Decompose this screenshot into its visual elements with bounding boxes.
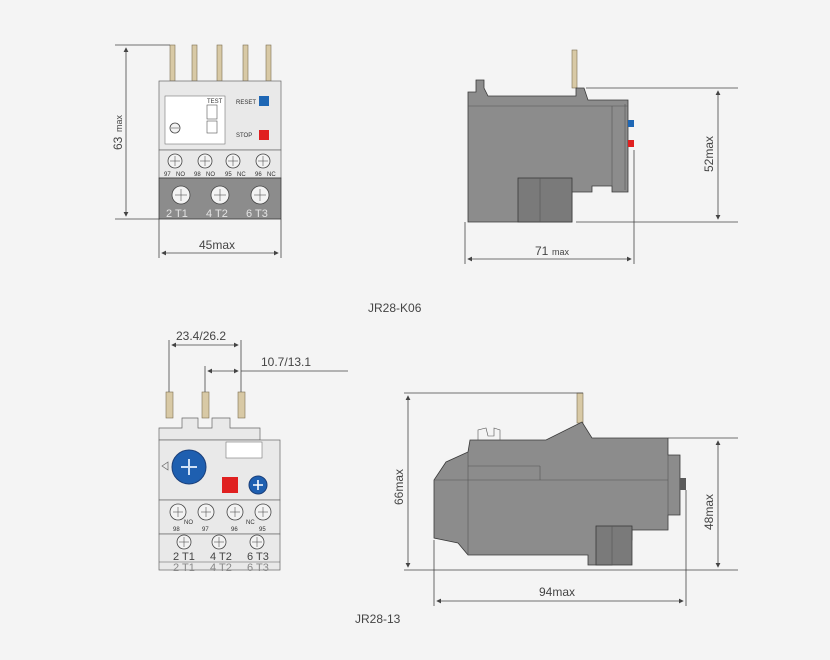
pin [265,44,272,82]
k13-side-height-dim: 66max [392,469,406,505]
k06-side-dimensions: 52max 71 max [464,87,738,264]
k13-front-view: 98 NO 97 96 NC 95 2 T1 4 T2 6 T3 2 T1 4 … [158,391,281,574]
aux-label: NC [267,172,276,178]
stop-button [259,130,269,140]
main-screws [171,185,270,205]
aux-label: 96 [255,172,262,178]
k13-stop-button [222,477,238,493]
k13-aux-label: 97 [202,527,209,533]
k13-aux-label: NC [246,520,255,526]
k13-terminal-label: 4 T2 [210,551,232,563]
k13-side-body [433,421,681,566]
k06-width-dim: 45max [199,238,235,252]
k13-side-view [433,392,686,566]
k06-side-width-dim-unit: max [552,247,570,257]
k13-model-label: JR28-13 [355,612,401,626]
k13-aux-label: 98 [173,527,180,533]
k13-terminal-label: 6 T3 [247,551,269,563]
aux-label: 98 [194,172,201,178]
aux-label: NO [176,172,185,178]
test-label: TEST [207,99,223,105]
k13-terminal-label-lower: 4 T2 [210,562,232,574]
k06-model-label: JR28-K06 [368,301,422,315]
k13-aux-label: 95 [259,527,266,533]
k13-aux-screws [169,503,272,521]
aux-label: NC [237,172,246,178]
pin [191,44,198,82]
k13-side-height2-dim: 48max [702,494,716,530]
k13-terminal-label-lower: 2 T1 [173,562,195,574]
k06-side-view [467,49,634,223]
k06-front-view: TEST RESET STOP 97 NO 98 NO 95 NC 96 NC … [158,44,282,220]
dial-window [164,95,226,145]
k13-aux-label: 96 [231,527,238,533]
k06-side-width-dim: 71 [535,244,549,258]
aux-label: 95 [225,172,232,178]
stop-label: STOP [236,133,252,139]
pin [216,44,223,82]
pin [169,44,176,82]
k06-height-dim: 63 [111,136,125,150]
aux-label: 97 [164,172,171,178]
k06-side-height-dim: 52max [702,136,716,172]
k13-main-screws [176,534,265,550]
k13-aux-label: NO [184,520,193,526]
k13-terminal-label-lower: 6 T3 [247,562,269,574]
k06-height-dim-unit: max [114,114,124,132]
k06-front-dimensions: 63 max 45max [111,44,282,258]
k13-terminal-label: 2 T1 [173,551,195,563]
reset-label: RESET [236,100,256,106]
k13-side-width-dim: 94max [539,585,575,599]
k13-front-dimensions: 23.4/26.2 10.7/13.1 [168,329,348,392]
k06-side-body [467,79,629,223]
k13-pitch-dim: 23.4/26.2 [176,329,226,343]
aux-screws [167,153,271,169]
reset-button [259,96,269,106]
k13-offset-dim: 10.7/13.1 [261,355,311,369]
terminal-label: 6 T3 [246,208,268,220]
aux-label: NO [206,172,215,178]
k13-side-dimensions: 66max 48max 94max [392,392,738,606]
terminal-label: 4 T2 [206,208,228,220]
terminal-label: 2 T1 [166,208,188,220]
pin [242,44,249,82]
